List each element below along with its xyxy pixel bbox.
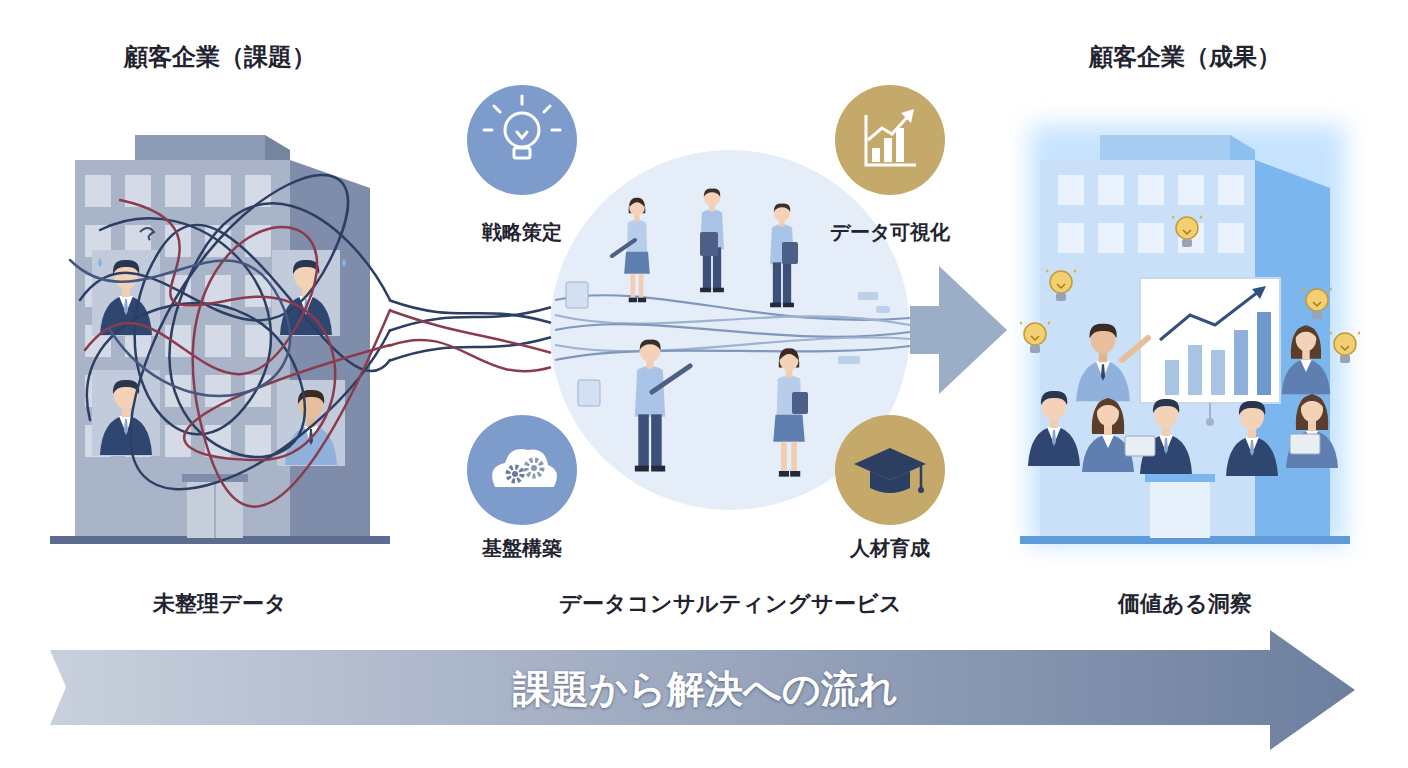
data-strand bbox=[390, 311, 550, 353]
service-circle: データコンサルティングサービス bbox=[550, 150, 910, 510]
data-strand bbox=[390, 340, 550, 371]
chart-icon bbox=[866, 109, 916, 165]
service-icon-outline bbox=[835, 85, 945, 195]
icon-label: 人材育成 bbox=[805, 535, 975, 561]
arrow-shaft bbox=[910, 306, 939, 354]
flow-arrow-band: 課題から解決への流れ bbox=[50, 630, 1360, 750]
client-building: 顧客企業（課題）未整理データ bbox=[50, 130, 390, 545]
flow-arrow bbox=[910, 266, 1007, 394]
stage-label: 未整理データ bbox=[60, 590, 380, 619]
service-icon: 戦略策定 bbox=[467, 85, 577, 195]
service-icon: 人材育成 bbox=[835, 415, 945, 525]
tangled-data-lines bbox=[70, 175, 390, 507]
service-icon-outline bbox=[467, 415, 577, 525]
flowing-data-lines bbox=[555, 295, 910, 360]
band-label: 課題から解決への流れ bbox=[255, 665, 1155, 714]
service-icon-outline bbox=[467, 85, 577, 195]
arrow-head bbox=[939, 266, 1007, 394]
building-heading: 顧客企業（課題） bbox=[60, 42, 380, 73]
service-icon-outline bbox=[835, 415, 945, 525]
service-icon: データ可視化 bbox=[835, 85, 945, 195]
service-icon: 基盤構築 bbox=[467, 415, 577, 525]
left-building-windows bbox=[85, 175, 285, 538]
icon-label: 戦略策定 bbox=[437, 219, 607, 245]
client-building-outline bbox=[50, 130, 390, 545]
stage-label: 価値ある洞察 bbox=[1025, 590, 1345, 619]
icon-label: データ可視化 bbox=[805, 219, 975, 245]
lightbulb-icon bbox=[484, 96, 560, 158]
icon-label: 基盤構築 bbox=[437, 535, 607, 561]
idea-bulbs bbox=[1017, 208, 1363, 363]
data-strands bbox=[390, 301, 550, 372]
consultants bbox=[612, 189, 808, 477]
building-heading: 顧客企業（成果） bbox=[1025, 42, 1345, 73]
service-circle-outline bbox=[550, 150, 910, 510]
client-building: 顧客企業（成果）価値ある洞察 bbox=[1015, 130, 1355, 545]
team-members bbox=[1028, 324, 1338, 476]
cloud-gear-icon bbox=[492, 449, 557, 487]
stage-label: データコンサルティングサービス bbox=[510, 590, 950, 619]
data-packets bbox=[566, 282, 890, 406]
graduation-cap-icon bbox=[854, 448, 926, 493]
client-building-outline bbox=[1015, 130, 1355, 545]
